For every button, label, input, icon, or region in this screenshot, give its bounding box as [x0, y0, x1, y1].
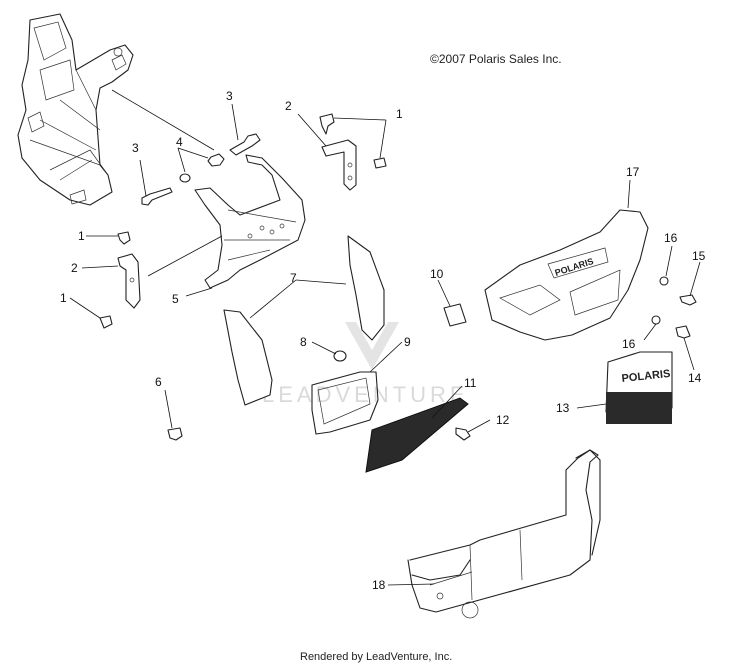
callout-3-left: 3 [132, 141, 139, 155]
side-panel-right [347, 235, 385, 341]
callout-10: 10 [430, 267, 444, 281]
callout-15: 15 [692, 249, 706, 263]
callout-17: 17 [626, 165, 640, 179]
bolt-15 [679, 294, 697, 306]
callout-9: 9 [404, 335, 411, 349]
callout-4: 4 [176, 135, 183, 149]
nut-upper [207, 153, 225, 167]
screw-12 [455, 427, 471, 441]
screw-6 [167, 427, 183, 441]
callout-16-top: 16 [664, 231, 678, 245]
callout-8: 8 [300, 335, 307, 349]
callout-12: 12 [496, 413, 510, 427]
washer-16-upper [659, 276, 669, 286]
push-rivet-left [117, 231, 131, 245]
screw-left [99, 315, 113, 329]
bracket-upper [321, 139, 357, 191]
callout-3-top: 3 [226, 89, 233, 103]
callout-1-mid: 1 [78, 229, 85, 243]
callout-13: 13 [556, 401, 570, 415]
callouts: 3 2 1 4 3 1 2 1 5 7 8 9 6 10 11 12 13 14… [60, 89, 706, 592]
grille-cover: POLARIS [605, 351, 673, 424]
nut-8 [333, 350, 347, 362]
leader-lines [69, 89, 701, 586]
front-bumper: POLARIS [484, 209, 649, 341]
bolt-left [141, 187, 173, 206]
grille-frame [311, 371, 379, 435]
rendered-by-text: Rendered by LeadVenture, Inc. [300, 651, 452, 663]
callout-16-low: 16 [622, 337, 636, 351]
grille-cover-logo: POLARIS [621, 368, 671, 385]
screw-upper-right [373, 157, 387, 169]
copyright-text: ©2007 Polaris Sales Inc. [430, 52, 562, 66]
callout-18: 18 [372, 578, 386, 592]
callout-2-top: 2 [285, 99, 292, 113]
grille-mesh [365, 397, 469, 473]
label-10 [443, 303, 467, 327]
callout-2-left: 2 [71, 261, 78, 275]
callout-5: 5 [172, 292, 179, 306]
callout-6: 6 [155, 375, 162, 389]
leadventure-watermark: LEADVENTURE [262, 322, 469, 407]
front-frame-bracket [194, 154, 306, 289]
washer-left [179, 173, 191, 183]
watermark-text: LEADVENTURE [262, 382, 469, 407]
bracket-left [117, 253, 141, 309]
callout-1-top: 1 [396, 107, 403, 121]
frame-assembly [17, 13, 134, 206]
side-panel-left [223, 309, 273, 406]
callout-11: 11 [464, 376, 477, 390]
push-rivet-upper [319, 113, 335, 135]
brush-guard [407, 449, 601, 619]
bolt-14 [675, 325, 691, 339]
callout-14: 14 [688, 371, 702, 385]
washer-16-lower [651, 315, 661, 325]
bolt-upper [229, 133, 261, 156]
callout-1-low: 1 [60, 291, 67, 305]
callout-7: 7 [290, 271, 297, 285]
